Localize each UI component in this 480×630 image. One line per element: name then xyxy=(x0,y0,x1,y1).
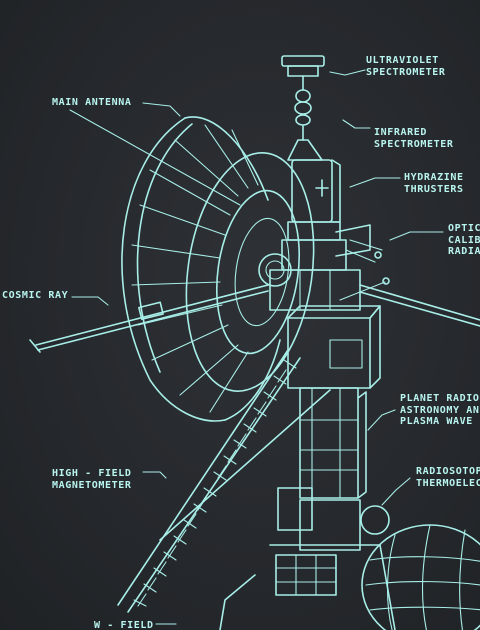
main-antenna-dish xyxy=(121,116,315,422)
cosmic-ray-boom xyxy=(29,284,269,353)
label-low-field: W - FIELD xyxy=(94,620,154,630)
label-radioisotope: RADIOSOTOPE THERMOELECT xyxy=(416,466,480,489)
label-planet-radio: PLANET RADIO ASTRONOMY AND PLASMA WAVE xyxy=(400,393,480,427)
label-main-antenna: MAIN ANTENNA xyxy=(52,97,132,108)
label-high-field-magnetometer: HIGH - FIELD MAGNETOMETER xyxy=(52,468,132,491)
lower-assembly xyxy=(219,487,480,630)
label-hydrazine-thrusters: HYDRAZINE THRUSTERS xyxy=(404,172,464,195)
upper-mast xyxy=(281,55,383,271)
label-ultraviolet-spectrometer: ULTRAVIOLET SPECTROMETER xyxy=(366,55,446,78)
label-infrared-spectrometer: INFRARED SPECTROMETER xyxy=(374,127,454,150)
label-optical-calibration: OPTIC CALIB RADIA xyxy=(448,223,480,257)
magnetometer-truss xyxy=(117,349,331,613)
label-cosmic-ray: COSMIC RAY xyxy=(2,290,69,301)
callout-leaders xyxy=(69,69,444,625)
spacecraft-bus xyxy=(269,269,480,499)
